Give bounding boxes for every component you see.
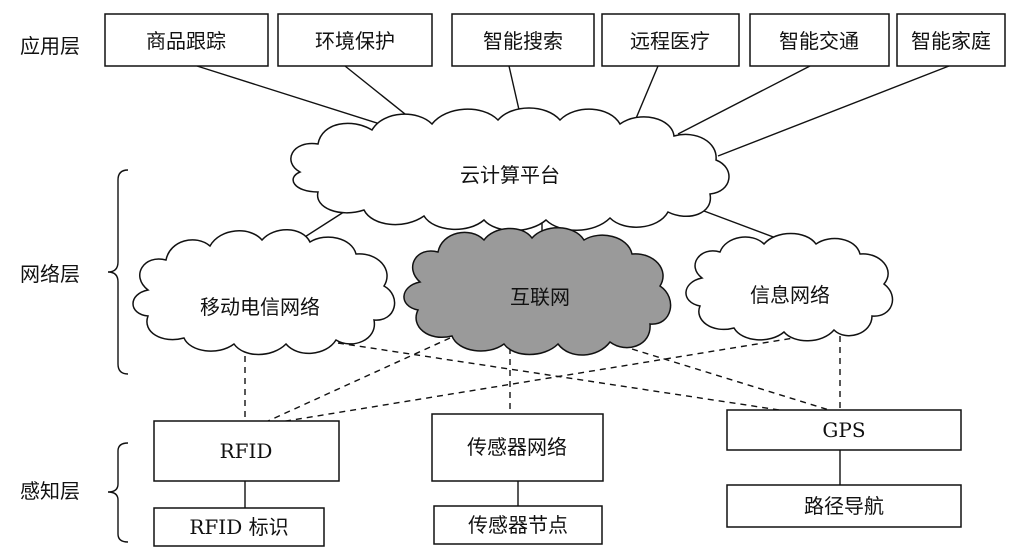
app-label: 智能交通 xyxy=(779,29,859,53)
layer-label-network: 网络层 xyxy=(20,262,80,286)
connector-app-5 xyxy=(677,65,811,135)
rfid-tag-label: RFID 标识 xyxy=(189,515,288,539)
app-box-environment: 环境保护 xyxy=(277,13,433,67)
dashed-connectors xyxy=(244,334,856,425)
app-box-telemedicine: 远程医疗 xyxy=(601,13,740,67)
layer-label-perception: 感知层 xyxy=(20,479,80,503)
app-box-smart-traffic: 智能交通 xyxy=(749,13,890,67)
sensor-node-label: 传感器节点 xyxy=(468,513,568,537)
cloud-internet: 互联网 xyxy=(403,227,672,356)
layer-label-application: 应用层 xyxy=(20,34,80,58)
navigation-label: 路径导航 xyxy=(804,494,884,518)
box-rfid-tag: RFID 标识 xyxy=(153,507,325,547)
gps-label: GPS xyxy=(822,418,865,442)
cloud-internet-shape xyxy=(403,227,672,356)
sensor-network-label: 传感器网络 xyxy=(467,435,567,459)
box-rfid: RFID xyxy=(153,420,340,482)
cloud-internet-label: 互联网 xyxy=(510,285,570,309)
app-box-smart-search: 智能搜索 xyxy=(451,13,595,67)
cloud-info-label: 信息网络 xyxy=(750,283,830,307)
box-gps: GPS xyxy=(726,409,962,451)
bottom-connectors xyxy=(244,450,841,508)
cloud-info-shape xyxy=(685,232,894,342)
app-label: 远程医疗 xyxy=(630,29,710,53)
app-label: 智能搜索 xyxy=(483,29,563,53)
app-box-smart-home: 智能家庭 xyxy=(896,13,1006,67)
cloud-platform-label: 云计算平台 xyxy=(460,163,560,187)
cloud-mobile-shape xyxy=(132,229,396,356)
cloud-platform-shape xyxy=(290,107,730,232)
app-label: 智能家庭 xyxy=(911,29,991,53)
box-sensor-node: 传感器节点 xyxy=(433,505,603,545)
cloud-platform: 云计算平台 xyxy=(290,107,730,232)
app-box-product-tracking: 商品跟踪 xyxy=(104,13,269,67)
brace-perception xyxy=(107,442,129,543)
dash-internet-rfid xyxy=(267,337,451,422)
cloud-mobile-label: 移动电信网络 xyxy=(200,295,320,319)
cloud-info-network: 信息网络 xyxy=(685,232,894,342)
cloud-mobile-telecom: 移动电信网络 xyxy=(132,229,396,356)
application-boxes: 商品跟踪 环境保护 智能搜索 远程医疗 智能交通 智能家庭 xyxy=(104,13,1006,67)
app-label: 环境保护 xyxy=(315,29,395,53)
box-navigation: 路径导航 xyxy=(726,484,962,528)
app-label: 商品跟踪 xyxy=(146,29,226,53)
rfid-label: RFID xyxy=(220,439,273,463)
dash-info-rfid xyxy=(267,334,813,425)
brace-network xyxy=(107,169,129,375)
dash-internet-gps xyxy=(589,335,856,419)
box-sensor-network: 传感器网络 xyxy=(431,413,604,482)
connector-app-6 xyxy=(717,65,950,157)
